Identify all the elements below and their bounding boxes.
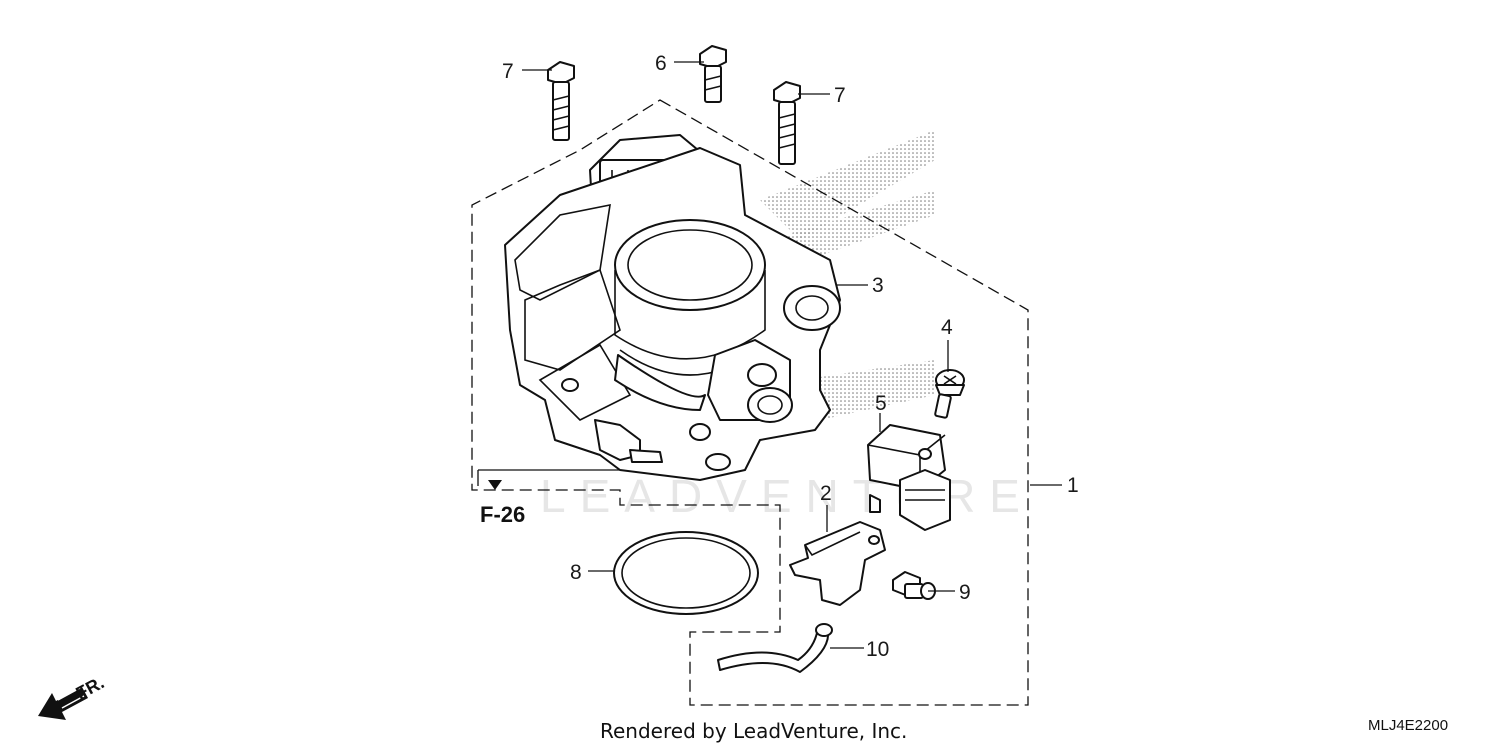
reference-f26: F-26: [477, 462, 629, 527]
diagram-code: MLJ4E2200: [1368, 717, 1448, 734]
reference-label: F-26: [480, 502, 525, 527]
callout-4: 4: [941, 316, 953, 339]
bolt-center: [699, 45, 727, 103]
bolt-left: [547, 61, 575, 141]
sensor-5: [867, 424, 951, 531]
callout-5: 5: [875, 392, 887, 415]
screw-4: [934, 369, 965, 419]
callout-7-right: 7: [834, 84, 846, 107]
watermark: LEADVENTURE: [540, 470, 1034, 522]
leader-lines: [522, 61, 1062, 649]
hose-10: [717, 623, 833, 673]
callout-10: 10: [866, 638, 889, 661]
callout-8: 8: [570, 561, 582, 584]
assembly-outline: [471, 99, 1029, 706]
bolt-right: [773, 81, 801, 165]
callout-6: 6: [655, 52, 667, 75]
throttle-body: [504, 134, 841, 481]
callout-1: 1: [1067, 474, 1079, 497]
callout-3: 3: [872, 274, 884, 297]
callout-2: 2: [820, 482, 832, 505]
callout-9: 9: [959, 581, 971, 604]
callout-7-left: 7: [502, 60, 514, 83]
screw-9: [892, 571, 936, 600]
front-direction-arrow-icon: FR.: [38, 672, 107, 720]
bracket-2: [789, 521, 886, 606]
footer-credit: Rendered by LeadVenture, Inc.: [600, 719, 907, 743]
o-ring-8: [613, 531, 759, 615]
